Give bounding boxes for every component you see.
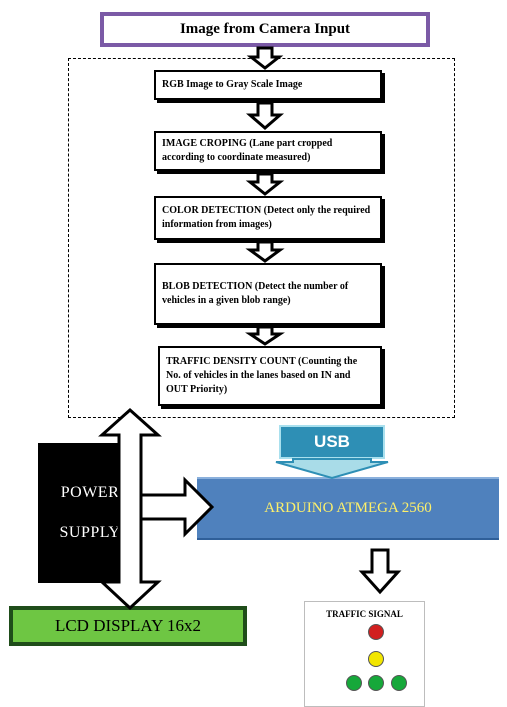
double-arrow-vertical-icon — [98, 407, 162, 611]
red-light-icon — [368, 624, 384, 640]
lcd-display-box: LCD DISPLAY 16x2 — [9, 606, 247, 646]
step-blob-detection: BLOB DETECTION (Detect the number of veh… — [154, 263, 382, 325]
arrow-down-icon — [246, 46, 284, 70]
step-traffic-density-count: TRAFFIC DENSITY COUNT (Counting the No. … — [158, 346, 382, 406]
arduino-box: ARDUINO ATMEGA 2560 — [197, 477, 499, 540]
green-light-icon — [391, 675, 407, 691]
yellow-light-icon — [368, 651, 384, 667]
step-color-detection: COLOR DETECTION (Detect only the require… — [154, 196, 382, 240]
step-rgb-to-gray: RGB Image to Gray Scale Image — [154, 70, 382, 100]
step-image-cropping: IMAGE CROPING (Lane part cropped accordi… — [154, 131, 382, 171]
usb-box: USB — [279, 425, 385, 459]
arduino-label: ARDUINO ATMEGA 2560 — [264, 500, 432, 516]
green-light-icon — [346, 675, 362, 691]
arrow-down-icon — [245, 101, 285, 130]
step-color-detection-label: COLOR DETECTION (Detect only the require… — [162, 205, 371, 230]
arrow-down-icon — [245, 325, 285, 346]
arrow-right-icon — [139, 476, 215, 538]
usb-label: USB — [314, 432, 350, 451]
arrow-down-icon — [245, 172, 285, 196]
camera-input-box: Image from Camera Input — [100, 12, 430, 47]
green-light-icon — [368, 675, 384, 691]
usb-arrow-icon — [275, 458, 389, 480]
traffic-signal-title: TRAFFIC SIGNAL — [326, 609, 403, 619]
step-rgb-to-gray-label: RGB Image to Gray Scale Image — [162, 79, 303, 90]
power-supply-line1: POWER — [60, 484, 120, 501]
lcd-label: LCD DISPLAY 16x2 — [54, 616, 202, 635]
step-blob-detection-label: BLOB DETECTION (Detect the number of veh… — [162, 281, 349, 306]
camera-input-label: Image from Camera Input — [179, 21, 351, 37]
step-traffic-density-count-label: TRAFFIC DENSITY COUNT (Counting the No. … — [166, 356, 358, 395]
power-supply-line2: SUPPLY — [59, 524, 121, 541]
traffic-signal-box: TRAFFIC SIGNAL — [304, 601, 425, 707]
arrow-down-icon — [245, 240, 285, 263]
arrow-down-icon — [358, 548, 402, 595]
step-image-cropping-label: IMAGE CROPING (Lane part cropped accordi… — [162, 138, 333, 163]
